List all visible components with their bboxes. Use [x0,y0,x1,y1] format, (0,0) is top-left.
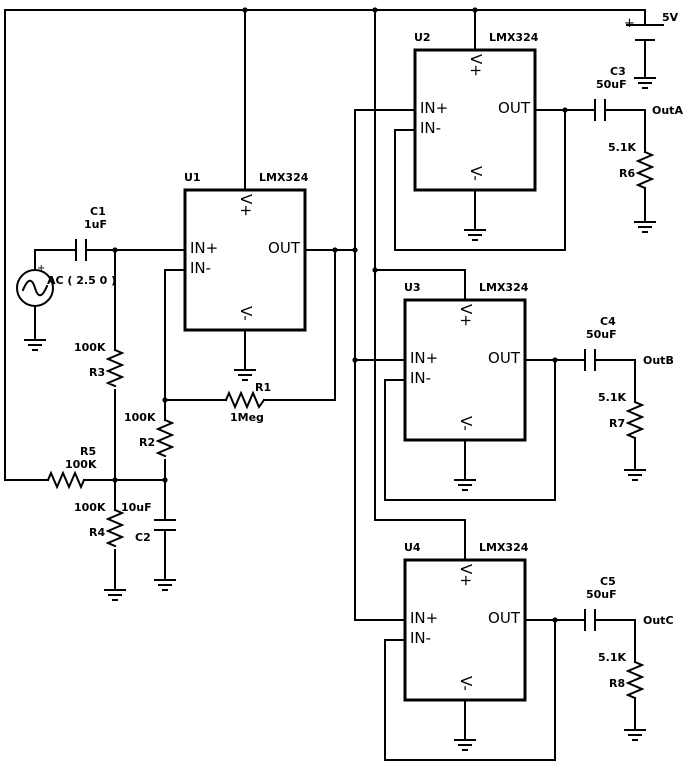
pin-vplus: V+ [457,304,475,327]
pin-in-plus: IN+ [410,349,438,367]
pin-in-minus: IN- [420,119,441,137]
opamp-u3: U3 LMX324 IN+ IN- OUT V+ V- [403,281,529,442]
resistor-ref: R8 [609,677,625,690]
battery-plus-sign: + [624,16,635,31]
opamp-ref: U2 [414,31,431,44]
opamp-u1: U1 LMX324 IN+ IN- OUT V+ V- [183,171,309,332]
resistor-r1: R1 1Meg [224,381,271,424]
pin-in-minus: IN- [190,259,211,277]
resistor-ref: R2 [139,436,155,449]
capacitor-c1: C1 1uF [75,205,107,261]
output-label-b: OutB [643,354,674,367]
ground-icon [24,339,46,351]
capacitor-ref: C4 [600,315,616,328]
ground-icon [454,739,476,751]
pin-vplus: V+ [457,564,475,587]
capacitor-value: 1uF [84,218,107,231]
resistor-r2: R2 100K [124,411,175,458]
grounds [24,77,656,751]
pin-vminus: V- [457,416,475,431]
resistor-value: 100K [124,411,156,424]
resistor-value: 1Meg [230,411,264,424]
capacitor-c3: C3 50uF [594,65,627,121]
resistor-value: 100K [74,501,106,514]
pin-in-minus: IN- [410,369,431,387]
opamp-u4: U4 LMX324 IN+ IN- OUT V+ V- [403,541,529,702]
opamp-part: LMX324 [479,541,529,554]
capacitor-c5: C5 50uF [584,575,617,631]
pin-vminus: V- [237,306,255,321]
capacitor-ref: C3 [610,65,626,78]
ground-icon [154,579,176,591]
pin-out: OUT [488,609,521,627]
resistor-value: 100K [65,458,97,471]
resistor-r3: R3 100K [74,341,125,388]
pin-in-plus: IN+ [410,609,438,627]
capacitor-value: 50uF [596,78,627,91]
opamp-ref: U1 [184,171,201,184]
opamp-ref: U3 [404,281,421,294]
pin-vplus: V+ [467,54,485,77]
ac-source-label: AC ( 2.5 0 ) [47,274,116,287]
opamp-part: LMX324 [259,171,309,184]
ground-icon [234,369,256,381]
capacitor-value: 10uF [121,501,152,514]
capacitor-value: 50uF [586,328,617,341]
opamp-part: LMX324 [479,281,529,294]
resistor-ref: R7 [609,417,625,430]
capacitor-c4: C4 50uF [584,315,617,371]
opamp-ref: U4 [404,541,421,554]
ground-icon [464,229,486,241]
resistor-ref: R6 [619,167,635,180]
capacitor-c2: C2 10uF [121,501,176,544]
ground-icon [104,589,126,601]
pin-in-plus: IN+ [190,239,218,257]
battery-label: 5V [662,11,679,24]
capacitor-ref: C1 [90,205,106,218]
resistor-r4: R4 100K [74,501,125,548]
pin-out: OUT [488,349,521,367]
battery-5v: + 5V [624,11,679,41]
pin-vplus: V+ [237,194,255,217]
resistor-ref: R1 [255,381,271,394]
resistor-value: 100K [74,341,106,354]
resistor-value: 5.1K [598,391,626,404]
resistor-r6: R6 5.1K [608,141,655,190]
ac-source-plus-sign: + [37,263,45,274]
output-label-a: OutA [652,104,683,117]
resistor-ref: R5 [80,445,96,458]
opamp-u2: U2 LMX324 IN+ IN- OUT V+ V- [413,31,539,192]
opamp-part: LMX324 [489,31,539,44]
output-label-c: OutC [643,614,674,627]
resistor-ref: R3 [89,366,105,379]
pin-out: OUT [498,99,531,117]
pin-vminus: V- [457,676,475,691]
ground-icon [624,469,646,481]
wires [4,9,646,761]
ac-source: + AC ( 2.5 0 ) [16,263,116,307]
ground-icon [624,729,646,741]
pin-in-minus: IN- [410,629,431,647]
resistor-r5: R5 100K [46,445,97,490]
ground-icon [454,479,476,491]
ground-icon [634,221,656,233]
pin-vminus: V- [467,166,485,181]
capacitor-value: 50uF [586,588,617,601]
ground-icon [634,77,656,89]
pin-out: OUT [268,239,301,257]
capacitor-ref: C2 [135,531,151,544]
junction-dots [112,7,568,623]
pin-in-plus: IN+ [420,99,448,117]
resistor-r7: R7 5.1K [598,391,645,440]
resistor-r8: R8 5.1K [598,651,645,700]
resistor-ref: R4 [89,526,105,539]
resistor-value: 5.1K [608,141,636,154]
resistor-value: 5.1K [598,651,626,664]
capacitor-ref: C5 [600,575,616,588]
